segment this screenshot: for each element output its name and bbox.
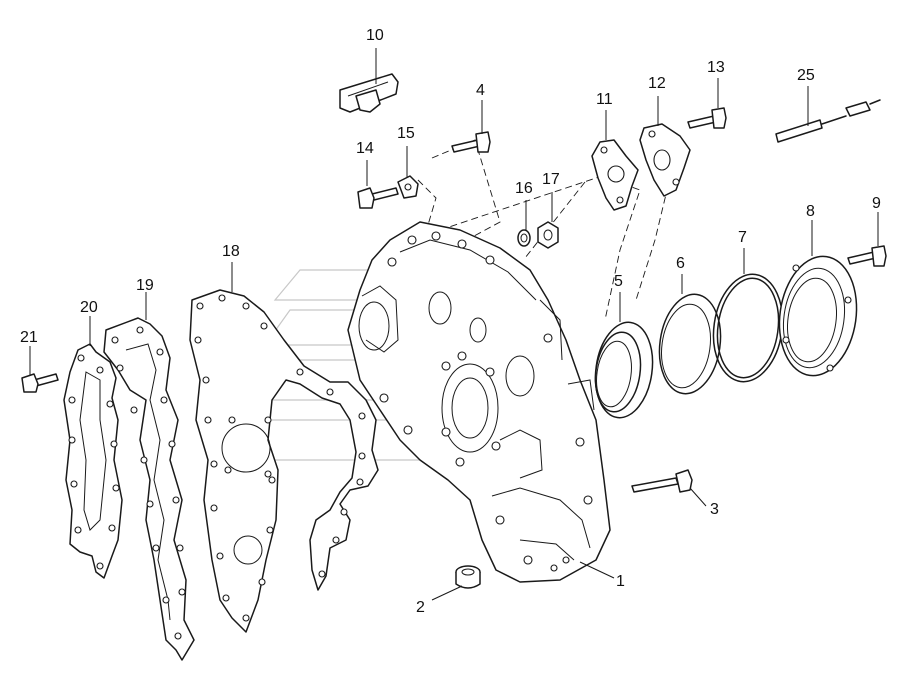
callout-13: 13 bbox=[707, 59, 725, 76]
callout-3: 3 bbox=[710, 501, 719, 518]
callout-19: 19 bbox=[136, 277, 154, 294]
timing-cover-housing-1 bbox=[347, 221, 611, 583]
callout-25: 25 bbox=[797, 67, 815, 84]
ring-6 bbox=[658, 293, 722, 395]
callout-labels: 10 4 14 15 16 17 11 12 13 25 5 6 7 8 9 1… bbox=[20, 27, 881, 616]
callout-15: 15 bbox=[397, 125, 415, 142]
bolt-4 bbox=[451, 131, 491, 153]
callout-1: 1 bbox=[616, 573, 625, 590]
callout-4: 4 bbox=[476, 82, 485, 99]
cover-gasket-11 bbox=[591, 139, 639, 211]
bolt-21 bbox=[21, 373, 59, 393]
callout-12: 12 bbox=[648, 75, 666, 92]
bolt-9 bbox=[847, 245, 887, 267]
gasket-19 bbox=[103, 317, 195, 661]
clip-bracket-10 bbox=[339, 73, 399, 113]
bolt-14 bbox=[357, 187, 399, 209]
washer-15 bbox=[397, 175, 419, 199]
callout-6: 6 bbox=[676, 255, 685, 272]
callout-14: 14 bbox=[356, 140, 374, 157]
callout-8: 8 bbox=[806, 203, 815, 220]
bolt-3 bbox=[631, 469, 693, 493]
callout-17: 17 bbox=[542, 171, 560, 188]
washer-16 bbox=[517, 229, 531, 247]
callout-7: 7 bbox=[738, 229, 747, 246]
gasket-18 bbox=[189, 289, 379, 633]
callout-21: 21 bbox=[20, 329, 38, 346]
nut-17 bbox=[537, 221, 559, 249]
gasket-20 bbox=[63, 343, 123, 579]
stud-pin-25 bbox=[775, 99, 881, 143]
cover-plate-12 bbox=[639, 123, 691, 197]
callout-20: 20 bbox=[80, 299, 98, 316]
bolt-13 bbox=[687, 107, 727, 129]
leader-lines bbox=[29, 48, 879, 601]
callout-9: 9 bbox=[872, 195, 881, 212]
callout-11: 11 bbox=[596, 91, 613, 108]
callout-10: 10 bbox=[366, 27, 384, 44]
callout-16: 16 bbox=[515, 180, 533, 197]
flange-cover-8 bbox=[778, 255, 858, 377]
callout-5: 5 bbox=[614, 273, 623, 290]
callout-2: 2 bbox=[416, 599, 425, 616]
callout-18: 18 bbox=[222, 243, 240, 260]
seal-ring-5 bbox=[594, 321, 654, 419]
drain-plug-2 bbox=[455, 565, 481, 589]
